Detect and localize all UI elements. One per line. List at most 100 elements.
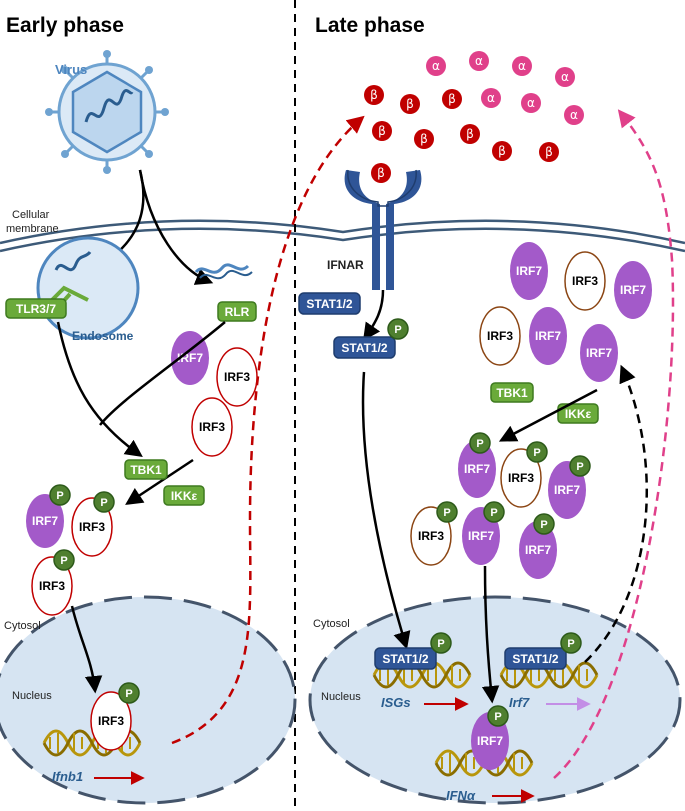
svg-text:IRF7: IRF7 xyxy=(554,483,580,497)
arrow-tlr-to-tbk1 xyxy=(56,321,143,458)
rlr-rna-icon xyxy=(194,263,250,274)
svg-text:P: P xyxy=(100,497,107,509)
svg-text:IRF7: IRF7 xyxy=(535,329,561,343)
rlr-rna-icon-2 xyxy=(199,269,253,280)
late-phase-title: Late phase xyxy=(315,14,425,37)
virus-label: Virus xyxy=(55,62,87,77)
irf7-phospho-late-3: IRF7 P xyxy=(462,501,505,565)
rlr-box xyxy=(217,301,257,322)
arrow-ifnar-to-stat xyxy=(363,289,385,341)
svg-text:P: P xyxy=(567,638,574,650)
early-phase-title: Early phase xyxy=(6,14,124,37)
tlr-label: TLR3/7 xyxy=(16,302,56,316)
svg-text:P: P xyxy=(494,711,501,723)
gene-ifna: IFNα xyxy=(446,788,476,803)
svg-text:IRF3: IRF3 xyxy=(98,714,124,728)
irf3-late-2: IRF3 xyxy=(479,306,521,366)
irf3-phospho-early-1: IRF3 P xyxy=(71,491,115,557)
irf7-late-3: IRF7 xyxy=(529,307,567,365)
irf7-phospho-late-2: IRF7 P xyxy=(548,455,591,519)
irf3-phospho-late-2: IRF3 P xyxy=(410,501,458,566)
ikke-label-early: IKKε xyxy=(171,489,198,503)
arrow-rlr-joins xyxy=(99,321,226,426)
virus-icon xyxy=(45,50,169,174)
svg-text:α: α xyxy=(561,70,569,84)
tlr-box xyxy=(5,298,67,319)
irf7-phospho-late-1: IRF7 P xyxy=(458,432,496,498)
dashed-ifnb-secretion xyxy=(171,115,365,745)
ikke-box-late xyxy=(557,403,599,424)
tbk1-label-early: TBK1 xyxy=(130,463,162,477)
svg-text:α: α xyxy=(527,96,535,110)
gene-isgs: ISGs xyxy=(381,695,411,710)
cell-membrane xyxy=(0,219,685,245)
svg-text:IRF3: IRF3 xyxy=(487,329,513,343)
arrow-kinases-late xyxy=(498,388,598,442)
irf3-early-cytosol-1: IRF3 xyxy=(216,347,258,407)
svg-text:P: P xyxy=(576,461,583,473)
cell-membrane-inner xyxy=(0,227,685,253)
arrow-irf7-to-nucleus xyxy=(481,565,500,704)
svg-text:IRF7: IRF7 xyxy=(586,346,612,360)
dashed-irf7-feedback xyxy=(584,364,648,663)
membrane-label-line1: Cellular xyxy=(12,209,50,221)
tbk1-label-late: TBK1 xyxy=(496,386,528,400)
cytosol-label-late: Cytosol xyxy=(313,618,350,630)
svg-text:IRF3: IRF3 xyxy=(79,520,105,534)
svg-text:IRF3: IRF3 xyxy=(199,420,225,434)
svg-text:P: P xyxy=(56,490,63,502)
stat-phospho-irf7: STAT1/2 P xyxy=(504,632,582,670)
svg-text:IRF7: IRF7 xyxy=(32,514,58,528)
svg-text:STAT1/2: STAT1/2 xyxy=(341,341,388,355)
svg-text:β: β xyxy=(420,132,428,146)
stat-phospho-cytosol: STAT1/2 P xyxy=(333,318,409,359)
svg-text:P: P xyxy=(60,555,67,567)
irf7-phospho-early: IRF7 P xyxy=(26,484,71,548)
membrane-label-line2: membrane xyxy=(6,223,59,235)
svg-text:β: β xyxy=(448,92,456,106)
viral-rna-icon xyxy=(54,251,92,272)
irf7-phospho-late-4: IRF7 P xyxy=(519,513,557,579)
svg-text:β: β xyxy=(370,88,378,102)
irf7-late-2: IRF7 xyxy=(614,261,652,319)
arrow-irf3-to-nucleus xyxy=(70,605,103,694)
svg-text:P: P xyxy=(437,638,444,650)
svg-text:P: P xyxy=(443,507,450,519)
svg-text:P: P xyxy=(125,688,132,700)
svg-text:α: α xyxy=(518,59,526,73)
cytosol-label-early: Cytosol xyxy=(4,620,41,632)
dashed-ifna-secretion xyxy=(553,109,675,779)
svg-text:P: P xyxy=(476,438,483,450)
svg-text:IRF7: IRF7 xyxy=(620,283,646,297)
svg-text:IRF3: IRF3 xyxy=(508,471,534,485)
ifnar-receptor xyxy=(344,169,422,290)
svg-text:STAT1/2: STAT1/2 xyxy=(512,652,559,666)
tbk1-box-late xyxy=(490,382,534,403)
svg-text:IRF7: IRF7 xyxy=(468,529,494,543)
nucleus-label-late: Nucleus xyxy=(321,691,361,703)
svg-text:α: α xyxy=(487,91,495,105)
irf3-phospho-early-2: IRF3 P xyxy=(31,549,75,616)
irf3-nucleus-early: IRF3 P xyxy=(90,682,140,751)
svg-text:P: P xyxy=(540,519,547,531)
irf3-early-cytosol-2: IRF3 xyxy=(191,397,233,457)
irf7-late-4: IRF7 xyxy=(580,324,618,382)
tbk1-box-early xyxy=(124,459,168,480)
arrow-virus-to-rlr xyxy=(138,169,214,285)
ifn-beta-molecules: β β β β β β β β β xyxy=(364,85,559,183)
endosome-label: Endosome xyxy=(72,329,134,343)
nucleus-late xyxy=(308,595,682,805)
svg-text:IRF3: IRF3 xyxy=(224,370,250,384)
ikke-label-late: IKKε xyxy=(565,407,592,421)
svg-text:β: β xyxy=(406,97,414,111)
svg-text:β: β xyxy=(377,166,385,180)
svg-text:α: α xyxy=(432,59,440,73)
arrow-stat-to-nucleus xyxy=(361,371,411,650)
irf3-late-1: IRF3 xyxy=(564,251,606,311)
svg-text:β: β xyxy=(545,145,553,159)
ikke-box-early xyxy=(163,485,205,506)
stat-label-unphospho: STAT1/2 xyxy=(306,297,353,311)
svg-text:STAT1/2: STAT1/2 xyxy=(382,652,429,666)
